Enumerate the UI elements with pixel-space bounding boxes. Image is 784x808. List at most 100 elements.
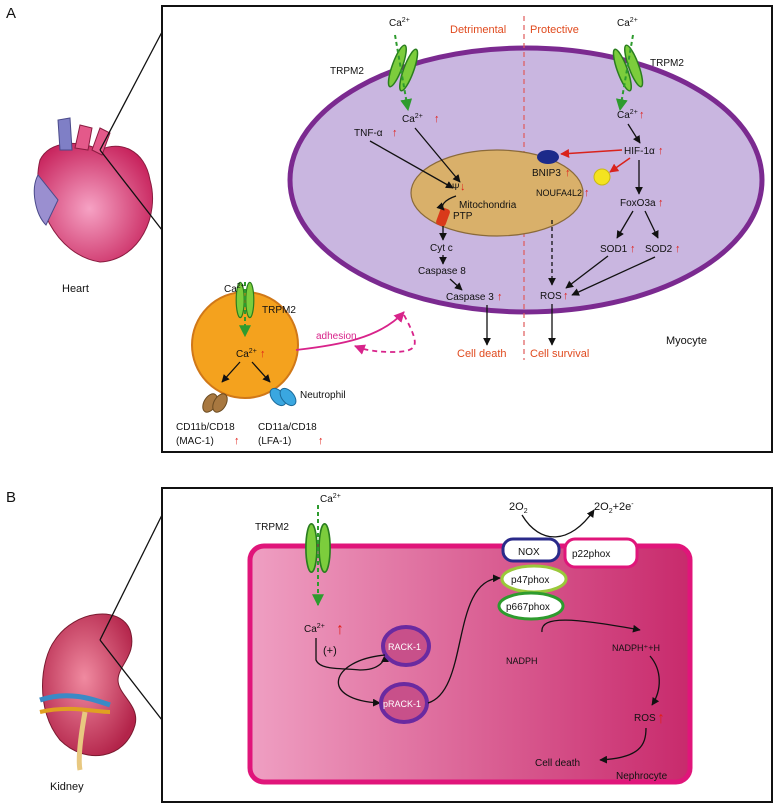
nox-box [501, 537, 561, 563]
arrow-prack-p47 [427, 574, 501, 704]
dashed-to-death [404, 350, 450, 352]
prack1-label: pRACK-1 [383, 699, 421, 709]
ca-up-arrow-neutrophil: ↑ [260, 348, 266, 360]
heart-label: Heart [62, 283, 89, 295]
callout-line-b1 [99, 514, 163, 641]
lfa1-up-arrow: ↑ [318, 435, 324, 447]
mac1-receptor [202, 393, 228, 413]
ptp-label: PTP [453, 211, 473, 222]
prack1-node [379, 682, 429, 724]
o2-right: 2O2+2e- [594, 501, 634, 515]
p47-label: p47phox [511, 575, 549, 586]
ca-up-arrow-b: ↑ [336, 621, 344, 638]
cd11b-label: CD11b/CD18 [176, 422, 235, 433]
psi-label: Ψ [452, 182, 460, 192]
panel-b-frame [161, 487, 773, 803]
ca-in-b: Ca2+ [304, 623, 325, 635]
sod1-up-arrow: ↑ [630, 243, 636, 255]
arrow-ca-lfa1 [251, 361, 271, 383]
ros-up-arrow-a: ↑ [563, 290, 569, 302]
arrow-ca-mac1 [221, 361, 241, 383]
mitochondria-label: Mitochondria [459, 200, 517, 211]
mac1-up-arrow: ↑ [234, 435, 240, 447]
trpm2-label-right: TRPM2 [650, 58, 684, 69]
ca-influx-right [615, 34, 634, 112]
ca-in-neutrophil: Ca2+ [236, 348, 257, 360]
mitochondria [410, 149, 584, 237]
arrow-foxo-sod2 [644, 210, 659, 239]
callout-line-b2 [99, 639, 163, 721]
dashed-death-arrow [353, 314, 416, 355]
tnf-label: TNF-α [354, 128, 383, 139]
cell-death-label-a: Cell death [457, 348, 507, 360]
hif-label: HIF-1α [624, 146, 655, 157]
arrow-ca-mito [414, 127, 461, 183]
rack1-node [381, 625, 431, 667]
hif-up-arrow: ↑ [658, 145, 664, 157]
trpm2-label-neutrophil: TRPM2 [262, 305, 296, 316]
ros-up-arrow-b: ↑ [657, 710, 665, 727]
ros-label-b: ROS [634, 713, 656, 724]
bnip3-up-arrow: ↑ [565, 167, 571, 179]
ptp-pore [436, 207, 450, 227]
arrow-casp8-casp3 [449, 278, 463, 291]
p22-label: p22phox [572, 549, 610, 560]
ca-up-arrow-left: ↑ [434, 113, 440, 125]
kidney-label: Kidney [50, 781, 84, 793]
trpm2-label-left: TRPM2 [330, 66, 364, 77]
cell-survival-label: Cell survival [530, 348, 589, 360]
ca-in-left: Ca2+ [402, 113, 423, 125]
foxo-up-arrow: ↑ [658, 197, 664, 209]
sod1-label: SOD1 [600, 244, 628, 255]
ca-top-neutrophil: Ca2+ [224, 283, 245, 295]
ca-in-right: Ca2+ [617, 109, 638, 121]
myocyte-label: Myocyte [666, 335, 707, 347]
plus-label: (+) [323, 645, 337, 657]
arrow-foxo-sod1 [616, 210, 634, 239]
lfa1-receptor [269, 387, 297, 407]
lfa1-label: (LFA-1) [258, 436, 291, 447]
callout-line-a1 [99, 31, 163, 151]
mac1-label: (MAC-1) [176, 436, 214, 447]
rack1-label: RACK-1 [388, 642, 421, 652]
nephrocyte-cell [247, 543, 693, 785]
noufa-up-arrow: ↑ [584, 187, 590, 199]
noufa-label: NOUFA4L2 [536, 188, 582, 198]
arrow-tnf-mito [369, 140, 454, 189]
ca-top-left: Ca2+ [389, 17, 410, 29]
bnip3-label: BNIP3 [532, 168, 561, 179]
protective-label: Protective [530, 24, 579, 36]
ca-top-right: Ca2+ [617, 17, 638, 29]
sod2-up-arrow: ↑ [675, 243, 681, 255]
casp8-label: Caspase 8 [418, 266, 466, 277]
arrow-ca-rack [315, 638, 389, 671]
o2-left: 2O2 [509, 501, 528, 515]
ca-top-b: Ca2+ [320, 493, 341, 505]
nadph-h-label: NADPH⁺+H [612, 643, 660, 653]
kidney-icon [39, 613, 137, 771]
panel-a-frame [161, 5, 773, 453]
nox-label: NOX [518, 547, 540, 558]
callout-line-a2 [99, 149, 163, 231]
tnf-up-arrow: ↑ [392, 127, 398, 139]
o2-conversion-arrow [521, 509, 595, 538]
ca-up-arrow-right: ↑ [639, 109, 645, 121]
arrow-mito-ptp [436, 195, 457, 211]
p67-label: p667phox [506, 602, 550, 613]
ros-label-a: ROS [540, 291, 562, 302]
nadph-label: NADPH [506, 656, 538, 666]
adhesion-arrow [295, 311, 405, 351]
trpm2-label-b: TRPM2 [255, 522, 289, 533]
sod2-label: SOD2 [645, 244, 673, 255]
ca-influx-left [394, 34, 413, 112]
neutrophil-label: Neutrophil [300, 390, 346, 401]
nephrocyte-label: Nephrocyte [616, 771, 668, 782]
cytc-label: Cyt c [430, 243, 453, 254]
p22-box [563, 537, 639, 569]
panel-b-letter: B [6, 489, 16, 506]
arrow-hif-bnip3 [560, 148, 623, 158]
arrow-hif-noufa [609, 157, 631, 173]
casp3-up-arrow: ↑ [497, 291, 503, 303]
panel-a-letter: A [6, 5, 16, 22]
p67-node [497, 591, 565, 621]
